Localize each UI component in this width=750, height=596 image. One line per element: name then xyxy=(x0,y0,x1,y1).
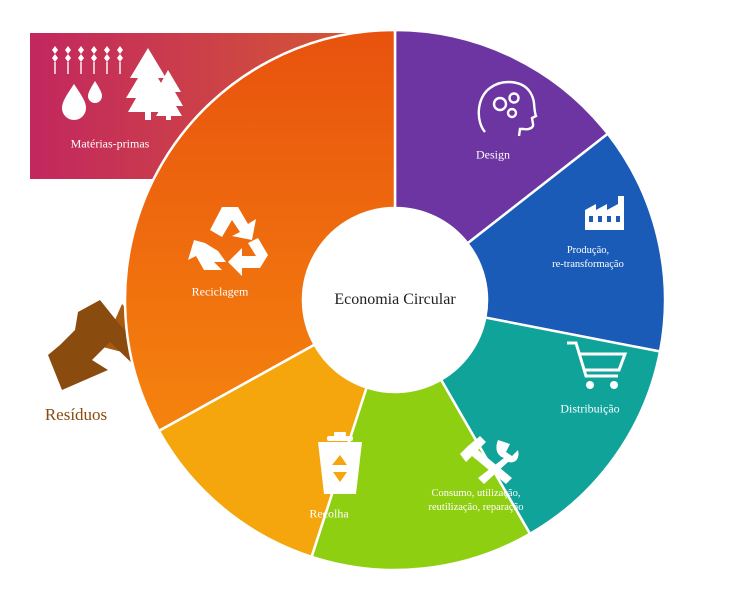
head-gears-icon xyxy=(477,80,538,137)
recycle-bin-icon xyxy=(318,432,362,494)
cycle-ring xyxy=(123,28,667,572)
wheat-stalk xyxy=(117,46,123,74)
water-drops-icon xyxy=(62,81,102,120)
raw-materials-label: Matérias-primas xyxy=(70,136,150,151)
wheat-stalk xyxy=(78,46,84,74)
design-label: Design xyxy=(476,147,510,162)
wheat-stalk xyxy=(65,46,71,74)
tools-icon xyxy=(460,436,519,484)
distribution-label: Distribuição xyxy=(560,401,620,416)
waste-label: Resíduos xyxy=(44,405,108,424)
recycling-label: Reciclagem xyxy=(191,284,249,299)
wheat-icon xyxy=(52,46,123,74)
center-title: Economia Circular xyxy=(334,291,456,308)
production-label: Produção, re-transformação xyxy=(552,245,624,270)
center-circle xyxy=(303,208,487,392)
wheat-stalk xyxy=(52,46,58,74)
factory-icon xyxy=(585,196,624,230)
shopping-cart-icon xyxy=(567,341,628,389)
consumption-label: Consumo, utilização, reutilização, repar… xyxy=(428,488,524,513)
collection-label: Recolha xyxy=(309,506,349,521)
wheat-stalk xyxy=(104,46,110,74)
recycle-icon xyxy=(188,207,268,276)
wheat-stalk xyxy=(91,46,97,74)
trees-icon xyxy=(126,48,183,120)
